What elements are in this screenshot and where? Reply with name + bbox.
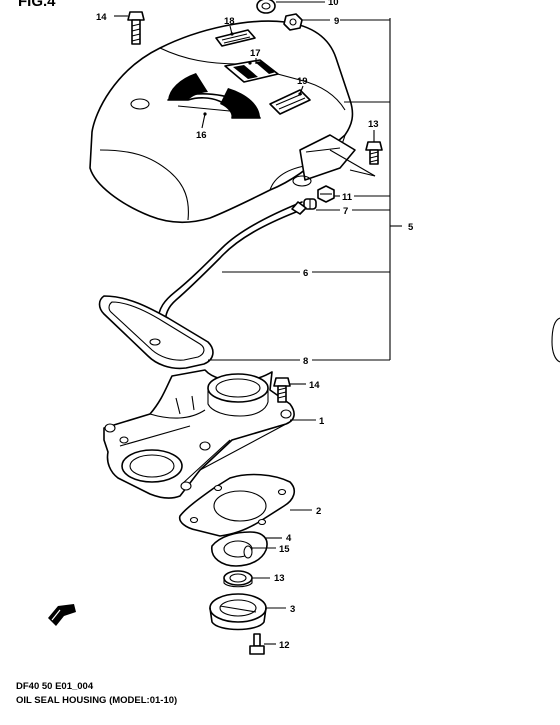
cap-3 <box>209 593 267 631</box>
plate-4 <box>211 531 268 567</box>
bolt-14-lower <box>273 377 291 403</box>
fitting-7 <box>303 198 317 210</box>
callout-label: 8 <box>303 356 308 367</box>
decal-17 <box>167 73 261 119</box>
edge-mark <box>551 317 560 363</box>
callout-label: 10 <box>328 0 339 8</box>
bolt-15 <box>127 11 145 45</box>
callout-label: 1 <box>319 416 325 427</box>
callout-label: 5 <box>408 222 414 233</box>
callout-label: 9 <box>334 16 339 27</box>
callout-label: 19 <box>297 76 308 87</box>
model-code: DF40 50 E01_004 <box>16 681 94 692</box>
bolt-12 <box>249 633 265 655</box>
gasket-8 <box>98 295 214 370</box>
callout-label: 3 <box>290 604 295 615</box>
decal-19 <box>215 29 256 47</box>
callout-label: 16 <box>196 130 207 141</box>
callout-label: 11 <box>342 192 353 203</box>
gasket-2 <box>178 473 296 537</box>
callout-label: 14 <box>96 12 107 23</box>
callout-label: 4 <box>286 533 292 544</box>
oil-seal-housing-1 <box>103 369 295 499</box>
callout-label: 18 <box>224 16 235 27</box>
fwd-arrow-icon <box>48 604 76 626</box>
figure-caption: OIL SEAL HOUSING (MODEL:01-10) <box>16 695 177 706</box>
grommet-10 <box>256 0 276 14</box>
leader-lines <box>114 1 402 645</box>
callout-label: 13 <box>368 119 379 130</box>
callout-label: 15 <box>279 544 290 555</box>
bolt-14-upper <box>365 141 383 165</box>
decal-18 <box>224 59 279 83</box>
nut-9 <box>283 13 303 31</box>
callout-label: 2 <box>316 506 321 517</box>
callout-label: 17 <box>250 48 261 59</box>
hose-6 <box>157 201 307 341</box>
callout-label: 7 <box>343 206 348 217</box>
decal-20 <box>269 89 311 115</box>
callout-label: 14 <box>309 380 320 391</box>
clip-11 <box>317 185 335 203</box>
figure-label: FIG.4 <box>18 0 56 10</box>
callout-labels: 10 9 14 18 17 19 16 13 11 7 5 6 8 14 1 2… <box>96 0 414 651</box>
seal-13 <box>223 570 253 588</box>
callout-label: 6 <box>303 268 308 279</box>
cover-housing <box>89 20 356 224</box>
callout-label: 13 <box>274 573 285 584</box>
callout-label: 12 <box>279 640 290 651</box>
